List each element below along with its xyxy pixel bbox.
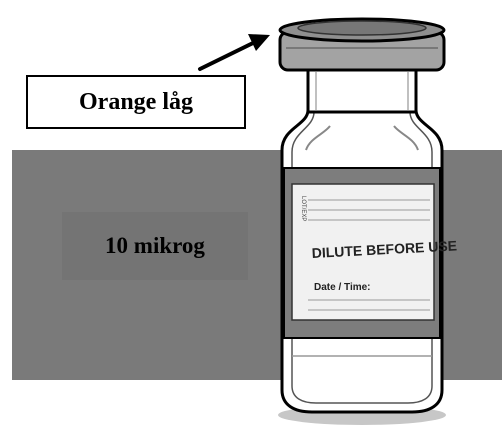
- vial-shoulder-highlight-right: [393, 125, 419, 151]
- vial-cap: [278, 17, 446, 72]
- vial-neck: [306, 66, 418, 114]
- cap-label-box: Orange låg: [26, 75, 246, 129]
- vial-lot-exp-text: LOT/EXP: [300, 196, 306, 221]
- vial-instruction-text: DILUTE BEFORE USE: [311, 237, 457, 261]
- vial-shoulder-highlight-left: [305, 125, 331, 151]
- dose-label: 10 mikrog: [62, 212, 248, 280]
- cap-label-text: Orange låg: [79, 88, 193, 115]
- dose-label-text: 10 mikrog: [105, 233, 205, 258]
- vial-label: DILUTE BEFORE USE Date / Time: LOT/EXP: [283, 167, 457, 339]
- vial-illustration: DILUTE BEFORE USE Date / Time: LOT/EXP: [278, 17, 457, 425]
- pointer-arrow: [198, 34, 270, 71]
- vial-date-time-text: Date / Time:: [314, 282, 371, 293]
- vial-inner-glass: [291, 111, 433, 404]
- label-panel: [291, 183, 435, 321]
